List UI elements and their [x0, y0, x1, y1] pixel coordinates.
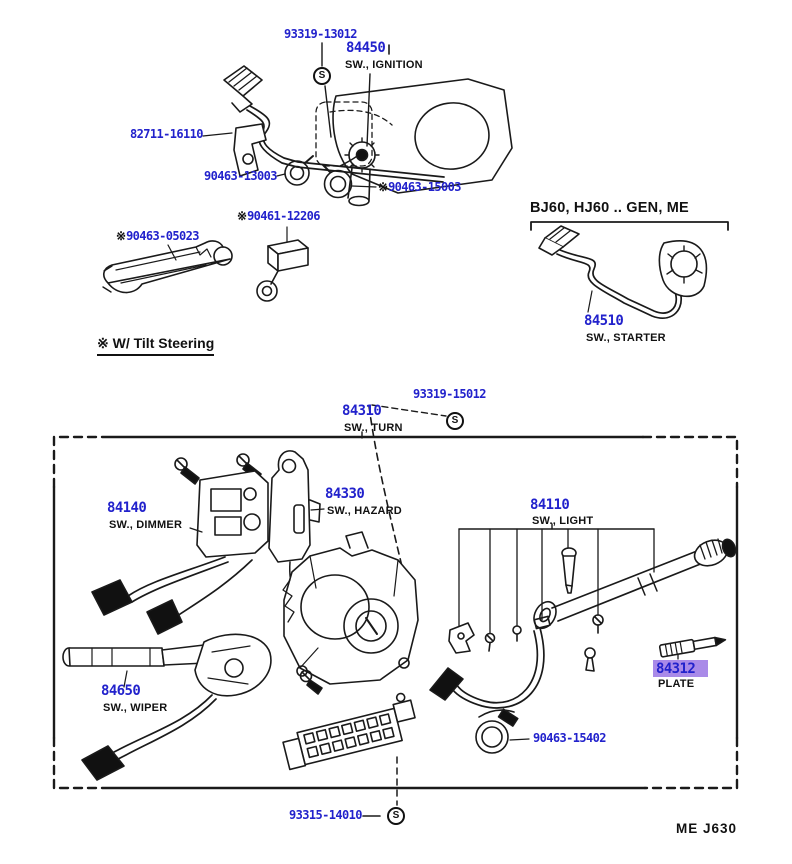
- wiper-switch-art: [62, 633, 323, 781]
- part-number-84330[interactable]: 84330: [325, 486, 365, 502]
- variant-header: BJ60, HJ60 .. GEN, ME: [530, 200, 689, 216]
- part-number-90463-15003[interactable]: ※90463-15003: [378, 180, 462, 194]
- steering-column-housing-art: [315, 78, 513, 194]
- hose-clamp-art: [475, 708, 530, 754]
- column-bracket-art: [202, 123, 267, 177]
- part-number-90463-15402[interactable]: 90463-15402: [533, 731, 606, 745]
- clamp-rings-art: [276, 155, 377, 199]
- part-name-plate: PLATE: [658, 678, 695, 690]
- harness-connector-art: [223, 65, 263, 113]
- part-number-84310[interactable]: 84310: [342, 403, 382, 419]
- part-name-sw-dimmer: SW., DIMMER: [109, 519, 183, 531]
- part-number-84140[interactable]: 84140: [107, 500, 147, 516]
- screw-symbol-icon: S: [387, 807, 405, 825]
- part-name-sw-starter: SW., STARTER: [586, 332, 666, 344]
- part-name-sw-wiper: SW., WIPER: [103, 702, 168, 714]
- part-number-84510[interactable]: 84510: [584, 313, 624, 329]
- combination-switch-box-art: [52, 404, 739, 817]
- screw-symbol-icon: S: [446, 412, 464, 430]
- part-number-84312[interactable]: 84312: [656, 660, 696, 677]
- part-name-sw-ignition: SW., IGNITION: [345, 59, 423, 71]
- part-number-84650[interactable]: 84650: [101, 683, 141, 699]
- part-number-90463-13003[interactable]: 90463-13003: [204, 169, 277, 183]
- part-name-sw-hazard: SW., HAZARD: [327, 505, 402, 517]
- starter-switch-art: [530, 221, 729, 319]
- part-number-84110[interactable]: 84110: [530, 497, 570, 513]
- screw-symbol-icon: S: [313, 67, 331, 85]
- hazard-switch-art: [268, 450, 325, 616]
- tilt-marker-icon: ※: [116, 229, 127, 243]
- plate-part-art: [658, 636, 727, 658]
- tilt-marker-icon: ※: [378, 180, 389, 194]
- connector-block-art: [282, 692, 416, 817]
- part-number-93319-13012[interactable]: 93319-13012: [284, 27, 357, 41]
- dimmer-switch-art: [91, 470, 269, 635]
- tilt-steering-note: ※ W/ Tilt Steering: [97, 336, 215, 356]
- part-number-82711-16110[interactable]: 82711-16110: [130, 127, 203, 141]
- part-number-93315-14010[interactable]: 93315-14010: [289, 808, 362, 822]
- turn-switch-body-art: [282, 531, 419, 685]
- tilt-marker-icon: ※: [237, 209, 248, 223]
- tilt-steering-parts-art: [102, 226, 309, 302]
- highlighted-part-84312[interactable]: 84312: [653, 660, 708, 677]
- light-switch-art: [429, 523, 737, 709]
- part-number-90461-12206[interactable]: ※90461-12206: [237, 209, 321, 223]
- part-number-90463-05023[interactable]: ※90463-05023: [116, 229, 200, 243]
- part-number-93319-15012[interactable]: 93319-15012: [413, 387, 486, 401]
- part-name-sw-light: SW., LIGHT: [532, 515, 594, 527]
- ignition-switch-assembly-art: [202, 42, 513, 207]
- part-name-sw-turn: SW., TURN: [344, 422, 403, 434]
- page-code: ME J630: [676, 821, 738, 836]
- part-number-84450[interactable]: 84450: [346, 40, 386, 56]
